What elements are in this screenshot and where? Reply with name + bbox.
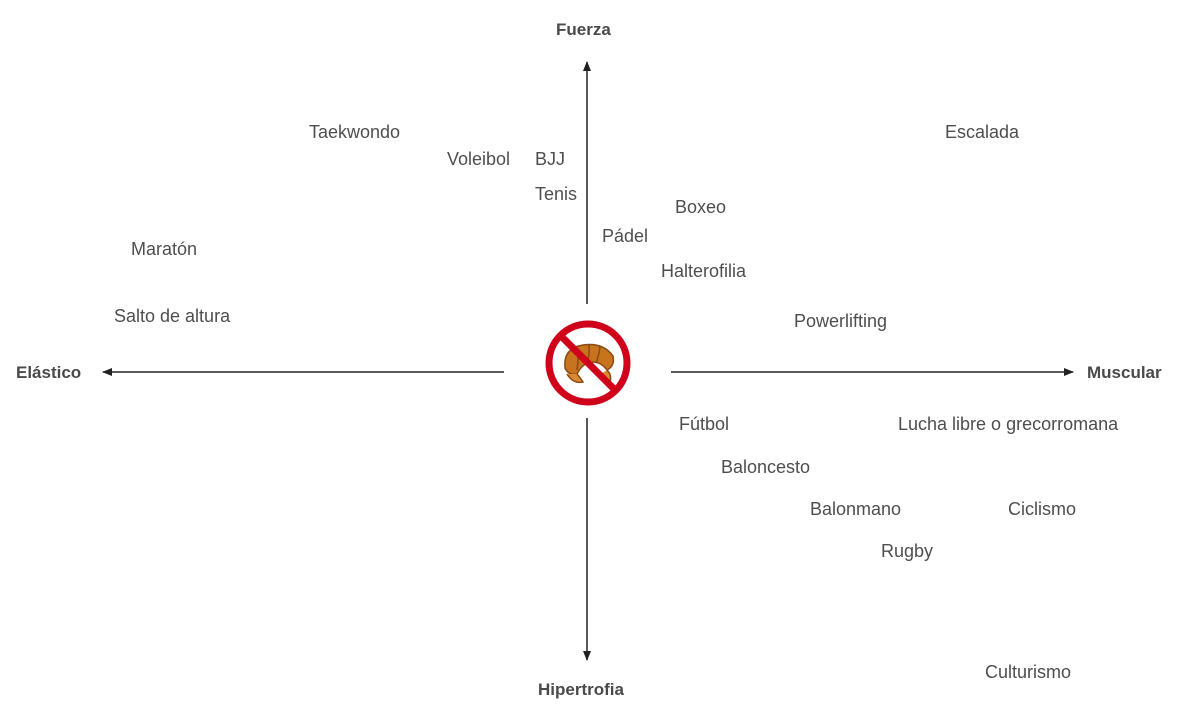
item-halterofilia: Halterofilia	[661, 261, 747, 281]
axis-label-left: Elástico	[16, 363, 82, 382]
item-salto-de-altura: Salto de altura	[114, 306, 231, 326]
item-lucha-libre: Lucha libre o grecorromana	[898, 414, 1119, 434]
no-croissant-icon	[543, 318, 633, 413]
axis-label-bottom: Hipertrofia	[538, 680, 624, 699]
item-escalada: Escalada	[945, 122, 1020, 142]
item-rugby: Rugby	[881, 541, 934, 561]
axis-label-top: Fuerza	[556, 20, 611, 39]
item-boxeo: Boxeo	[675, 197, 727, 217]
item-voleibol: Voleibol	[447, 149, 511, 169]
item-futbol: Fútbol	[679, 414, 730, 434]
item-balonmano: Balonmano	[810, 499, 902, 519]
item-bjj: BJJ	[535, 149, 566, 169]
item-tenis: Tenis	[535, 184, 578, 204]
item-culturismo: Culturismo	[985, 662, 1072, 682]
item-maraton: Maratón	[131, 239, 198, 259]
axis-label-right: Muscular	[1087, 363, 1162, 382]
item-padel: Pádel	[602, 226, 649, 246]
item-taekwondo: Taekwondo	[309, 122, 401, 142]
item-powerlifting: Powerlifting	[794, 311, 888, 331]
item-ciclismo: Ciclismo	[1008, 499, 1077, 519]
item-baloncesto: Baloncesto	[721, 457, 811, 477]
